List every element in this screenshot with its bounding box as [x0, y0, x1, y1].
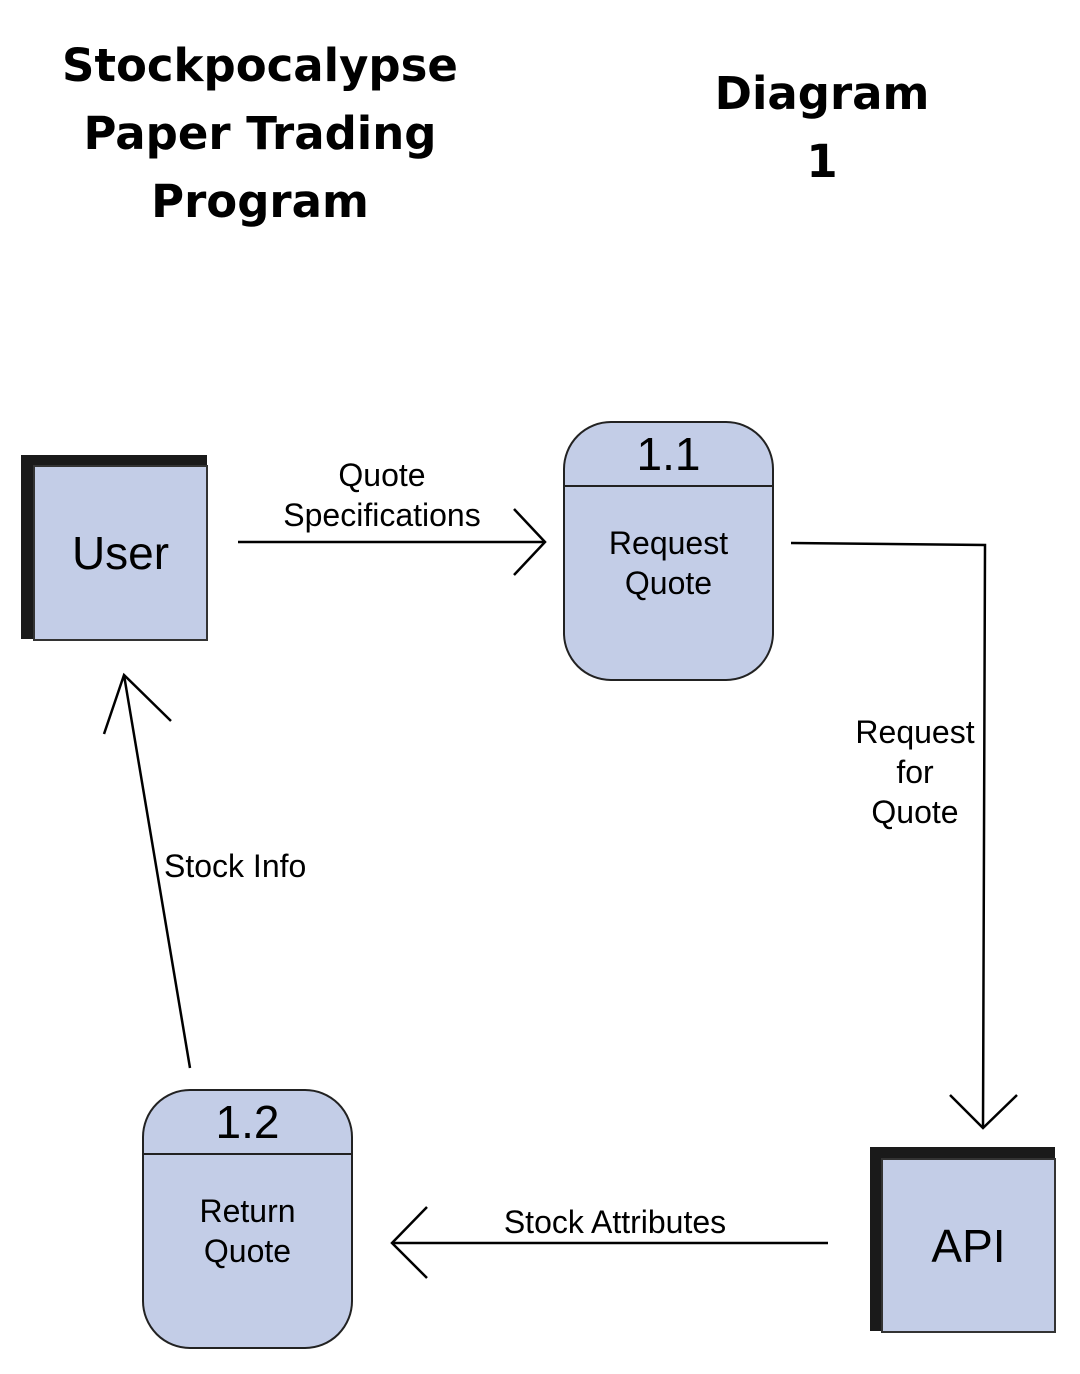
process-name-line-2: Quote — [624, 565, 713, 601]
process-name-line-1: Return — [199, 1193, 296, 1229]
title-line-3: Program — [151, 175, 369, 228]
diagram-label-line-2: 1 — [806, 135, 838, 188]
external-entity-api: API — [870, 1147, 1056, 1333]
flow-line-stock-info — [122, 674, 192, 1069]
process-name-line-2: Quote — [203, 1233, 292, 1269]
arrowhead-stock-attributes — [390, 1206, 428, 1279]
entity-label-api: API — [931, 1219, 1006, 1272]
flow-label-stock-info: Stock Info — [164, 848, 307, 884]
diagram-title: Stockpocalypse Paper Trading Program — [30, 32, 490, 236]
arrowhead-stock-info — [102, 672, 172, 735]
flow-label-quote-specifications: Quote Specifications — [262, 455, 502, 535]
diagram-number-label: Diagram 1 — [672, 60, 972, 196]
process-id: 1.1 — [565, 423, 772, 487]
process-return-quote: 1.2 Return Quote — [142, 1089, 353, 1349]
process-id: 1.2 — [144, 1091, 351, 1155]
external-entity-user: User — [21, 455, 208, 641]
arrowhead-quote-specifications — [513, 508, 547, 576]
process-request-quote: 1.1 Request Quote — [563, 421, 774, 681]
entity-box-api: API — [881, 1158, 1056, 1333]
entity-label-user: User — [71, 527, 170, 579]
flow-label-line-2: for — [896, 754, 934, 790]
process-name-line-1: Request — [608, 525, 729, 561]
flow-label-line-1: Quote — [338, 457, 426, 493]
flow-label-line-3: Quote — [871, 794, 959, 830]
process-name: Request Quote — [565, 487, 772, 603]
arrowhead-request-for-quote — [949, 1094, 1018, 1130]
entity-box-user: User — [33, 465, 208, 641]
process-name: Return Quote — [144, 1155, 351, 1271]
diagram-label-line-1: Diagram — [714, 67, 930, 120]
flow-label-request-for-quote: Request for Quote — [840, 712, 990, 832]
title-line-1: Stockpocalypse — [62, 39, 458, 92]
title-line-2: Paper Trading — [83, 107, 437, 160]
flow-label-stock-attributes: Stock Attributes — [503, 1204, 727, 1240]
flow-line-request-for-quote — [790, 541, 987, 1129]
flow-label-line-1: Request — [855, 714, 975, 750]
flow-label-line-2: Specifications — [283, 497, 481, 533]
